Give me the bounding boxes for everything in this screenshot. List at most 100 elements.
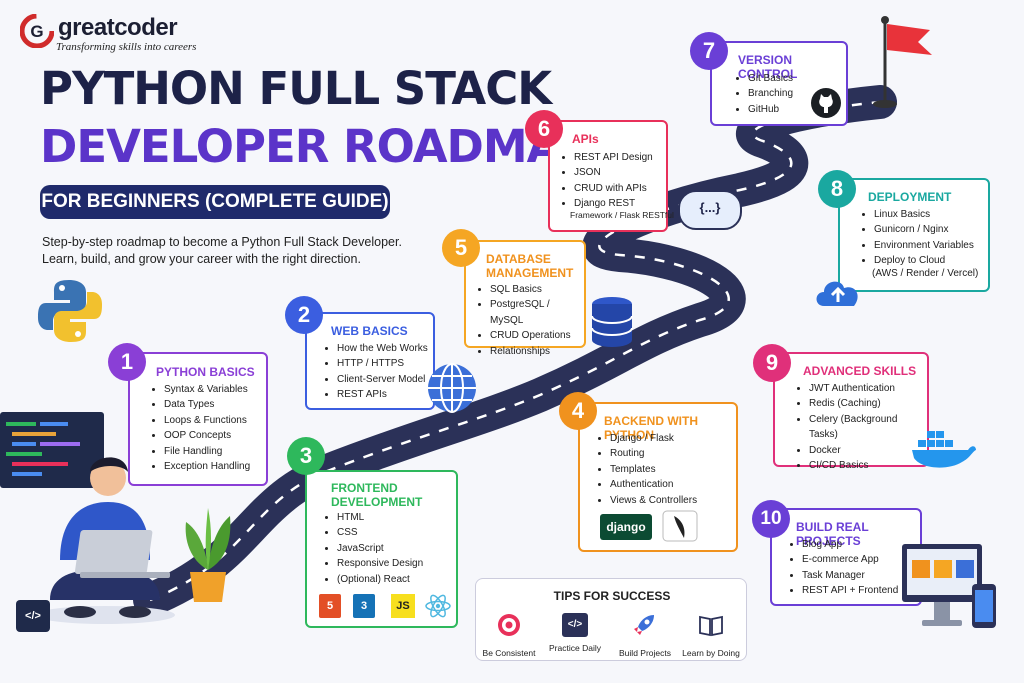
- list-item: SQL Basics: [490, 282, 584, 297]
- list-item: Templates: [610, 462, 697, 477]
- list-item: REST API + Frontend: [802, 583, 898, 598]
- step-5-badge: 5: [442, 229, 480, 267]
- list-item: JSON: [574, 165, 653, 180]
- step-4-list: Django / Flask Routing Templates Authent…: [598, 431, 697, 508]
- list-item: JavaScript: [337, 541, 423, 556]
- step-4-card: BACKEND WITH PYTHON Django / Flask Routi…: [578, 402, 738, 552]
- list-item: Git Basics: [748, 71, 793, 86]
- tips-panel: TIPS FOR SUCCESS Be Consistent </> Pract…: [475, 578, 747, 661]
- list-item: HTML: [337, 510, 423, 525]
- globe-icon: [428, 363, 476, 413]
- step-3-badge: 3: [287, 437, 325, 475]
- step-7-card: VERSION CONTROL Git Basics Branching Git…: [710, 41, 848, 126]
- list-item: Loops & Functions: [164, 413, 250, 428]
- tip-practice-daily: </> Practice Daily: [542, 613, 608, 653]
- list-item: File Handling: [164, 444, 250, 459]
- list-item: Deploy to Cloud: [874, 253, 974, 268]
- list-item: Environment Variables: [874, 238, 974, 253]
- cloud-upload-icon: [816, 281, 858, 306]
- database-icon: [591, 297, 633, 347]
- list-item: E-commerce App: [802, 552, 898, 567]
- list-item: Gunicorn / Nginx: [874, 222, 974, 237]
- step-5-list: SQL Basics PostgreSQL / MySQL CRUD Opera…: [478, 282, 584, 359]
- html5-icon: 5: [319, 594, 341, 618]
- step-6-badge: 6: [525, 110, 563, 148]
- list-item: Relationships: [490, 344, 584, 359]
- code-mug-icon: </>: [16, 600, 50, 632]
- plant-icon: [185, 508, 231, 602]
- list-item: Data Types: [164, 397, 250, 412]
- step-5-title: DATABASE MANAGEMENT: [486, 252, 573, 280]
- step-3-title-line2: DEVELOPMENT: [331, 495, 423, 509]
- tips-title: TIPS FOR SUCCESS: [553, 589, 671, 603]
- step-1-title: PYTHON BASICS: [156, 365, 255, 379]
- list-item: Django REST: [574, 196, 653, 211]
- react-icon: [425, 594, 451, 618]
- step-7-title: VERSION CONTROL: [738, 53, 798, 81]
- list-item: Exception Handling: [164, 459, 250, 474]
- step-8-extra: (AWS / Render / Vercel): [872, 268, 979, 279]
- tip-learn-by-doing: Learn by Doing: [678, 613, 744, 658]
- step-4-badge: 4: [559, 392, 597, 430]
- github-icon: [811, 88, 841, 118]
- step-3-card: FRONTEND DEVELOPMENT HTML CSS JavaScript…: [305, 470, 458, 628]
- javascript-icon: JS: [391, 594, 415, 618]
- list-item: Views & Controllers: [610, 493, 697, 508]
- json-cloud-icon: {...}: [678, 190, 742, 230]
- list-item: How the Web Works: [337, 341, 428, 356]
- brand-name: greatcoder: [58, 14, 178, 41]
- step-5-title-line1: DATABASE: [486, 252, 551, 266]
- tip-be-consistent: Be Consistent: [476, 613, 542, 658]
- step-10-badge: 10: [752, 500, 790, 538]
- step-1-card: PYTHON BASICS Syntax & Variables Data Ty…: [128, 352, 268, 486]
- step-1-badge: 1: [108, 343, 146, 381]
- step-1-list: Syntax & Variables Data Types Loops & Fu…: [152, 382, 250, 474]
- list-item: Redis (Caching): [809, 396, 927, 411]
- step-10-title: BUILD REAL PROJECTS: [796, 520, 869, 548]
- step-8-card: DEPLOYMENT Linux Basics Gunicorn / Nginx…: [838, 178, 990, 292]
- css3-icon: 3: [353, 594, 375, 618]
- step-7-list: Git Basics Branching GitHub: [736, 71, 793, 117]
- step-6-extra: Framework / Flask RESTful: [570, 210, 674, 220]
- step-6-card: APIs REST API Design JSON CRUD with APIs…: [548, 120, 674, 232]
- step-4-title: BACKEND WITH PYTHON: [604, 414, 698, 442]
- step-9-list: JWT Authentication Redis (Caching) Celer…: [797, 381, 927, 473]
- step-2-title: WEB BASICS: [331, 324, 408, 338]
- step-9-card: ADVANCED SKILLS JWT Authentication Redis…: [773, 352, 929, 471]
- step-8-badge: 8: [818, 170, 856, 208]
- step-10-list: Blog App E-commerce App Task Manager RES…: [790, 537, 898, 599]
- step-5-title-line2: MANAGEMENT: [486, 266, 574, 280]
- json-label: {...}: [699, 200, 721, 215]
- step-8-title: DEPLOYMENT: [868, 190, 952, 204]
- step-2-badge: 2: [285, 296, 323, 334]
- target-icon: [498, 614, 520, 636]
- tip-label: Be Consistent: [482, 648, 536, 658]
- step-3-title-line1: FRONTEND: [331, 481, 398, 495]
- tip-build-projects: Build Projects: [612, 613, 678, 658]
- step-9-badge: 9: [753, 344, 791, 382]
- list-item: Syntax & Variables: [164, 382, 250, 397]
- list-item: Branching: [748, 86, 793, 101]
- brand-logo: G greatcoder Transforming skills into ca…: [20, 14, 220, 54]
- logo-letter: G: [30, 22, 43, 41]
- list-item: Responsive Design: [337, 556, 423, 571]
- step-9-title: ADVANCED SKILLS: [803, 364, 917, 378]
- rocket-icon: [634, 615, 654, 635]
- step-3-list: HTML CSS JavaScript Responsive Design (O…: [325, 510, 423, 587]
- list-item: REST API Design: [574, 150, 653, 165]
- list-item: CRUD Operations: [490, 328, 584, 343]
- list-item: Blog App: [802, 537, 898, 552]
- step-2-list: How the Web Works HTTP / HTTPS Client-Se…: [325, 341, 428, 403]
- docker-icon: [912, 431, 976, 468]
- code-icon-label: </>: [567, 619, 583, 630]
- step-2-card: WEB BASICS How the Web Works HTTP / HTTP…: [305, 312, 435, 410]
- list-item: Routing: [610, 446, 697, 461]
- flask-icon: [662, 510, 698, 542]
- list-item: REST APIs: [337, 387, 428, 402]
- list-item: GitHub: [748, 102, 793, 117]
- css3-label: 3: [360, 600, 368, 612]
- step-10-card: BUILD REAL PROJECTS Blog App E-commerce …: [770, 508, 922, 606]
- step-8-list: Linux Basics Gunicorn / Nginx Environmen…: [862, 207, 974, 269]
- intro-text: Step-by-step roadmap to become a Python …: [42, 235, 402, 266]
